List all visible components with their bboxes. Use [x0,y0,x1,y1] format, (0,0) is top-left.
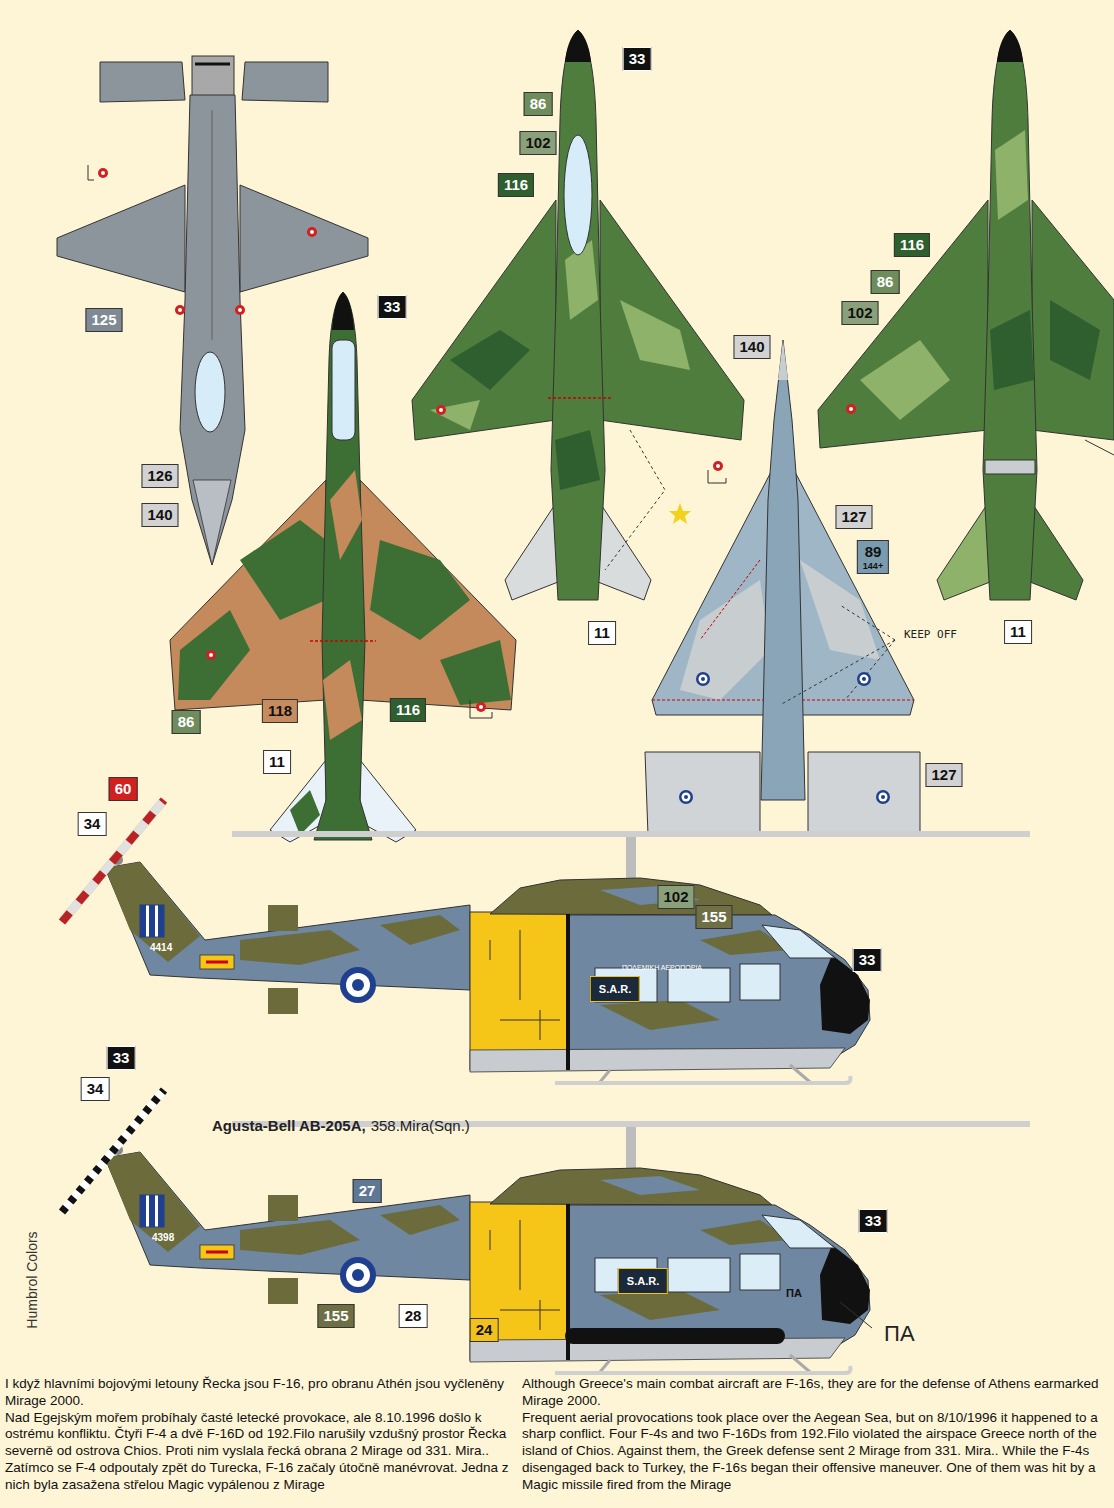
text-column: Although Greece's main combat aircraft a… [522,1376,1112,1494]
color-callout: 125 [85,308,122,332]
callout-number: 140 [739,338,764,356]
serial-number-holder: 4414 [150,937,172,955]
callout-number: 28 [405,1307,422,1325]
callout-number: 118 [268,702,292,720]
description-paragraph: Frequent aerial provocations took place … [522,1410,1112,1494]
color-callout: 116 [894,233,930,257]
color-callout: 33 [378,295,407,319]
callout-number: 24 [476,1321,493,1339]
color-callout: 116 [390,698,426,722]
color-callout: 60 [109,777,138,801]
color-callout: 33 [853,948,882,972]
color-callout: 34 [81,1077,110,1101]
color-callout: 127 [925,763,962,787]
side-caption-holder: Humbrol Colors [23,1231,41,1328]
callout-number: 86 [530,95,547,113]
callout-number: 89 [863,543,883,561]
callout-number: 33 [629,50,646,68]
callout-number: 102 [847,304,872,322]
fuselage-inscription: ΠΟΛΕΜΙΚΗ ΑΕΡΟΠΟΡΙΑ [622,964,702,971]
text-column: I když hlavními bojovými letouny Řecka j… [5,1376,517,1494]
callout-subnumber: 144+ [863,561,883,571]
color-callout: S.A.R. [590,976,640,1002]
color-callout: 86 [524,92,553,116]
callout-number: S.A.R. [627,1272,659,1290]
color-callout: 127 [835,505,872,529]
helicopter-4414 [105,832,1030,1083]
callout-number: 33 [384,298,401,316]
color-callout: 24 [470,1318,499,1342]
unit-name: 358.Mira(Sqn.) [371,1117,470,1134]
serial-number: 4398 [152,1232,174,1243]
color-callout: 116 [498,173,534,197]
callout-number: 155 [701,908,726,926]
callout-number: 127 [841,508,866,526]
color-callout: 102 [657,885,694,909]
color-callout: 140 [733,335,770,359]
color-callout: 118 [262,699,298,723]
color-callout: 11 [1004,620,1032,644]
callout-number: 116 [396,701,420,719]
color-callout: 27 [353,1179,382,1203]
color-callout: 33 [859,1209,888,1233]
stencil-text-holder: KEEP OFF [902,624,959,642]
callout-number: 102 [525,134,550,152]
callout-number: 27 [359,1182,376,1200]
callout-number: 33 [865,1212,882,1230]
color-callout: 86 [871,270,900,294]
color-callout: 11 [588,621,616,645]
color-callout: 155 [317,1304,354,1328]
marking-callout-holder: ΠΑ [884,1321,915,1347]
serial-number-holder: 4398 [152,1227,174,1245]
color-callout: 140 [141,503,178,527]
aircraft-title: Agusta-Bell AB-205A, 358.Mira(Sqn.) [212,1117,470,1134]
aircraft-type: Agusta-Bell AB-205A, [212,1117,366,1134]
callout-number: 86 [178,713,195,731]
callout-number: 86 [877,273,894,291]
callout-number: 33 [859,951,876,969]
callout-number: S.A.R. [599,980,631,998]
callout-number: 33 [113,1049,130,1067]
callout-number: 116 [900,236,924,254]
serial-number: 4414 [150,942,172,953]
color-callout: 33 [623,47,652,71]
callout-number: 34 [84,815,101,833]
callout-number: 11 [269,753,285,771]
callout-number: 60 [115,780,132,798]
callout-number: 155 [323,1307,348,1325]
callout-number: 140 [147,506,172,524]
color-callout: 11 [263,750,291,774]
color-callout: 34 [78,812,107,836]
callout-number: 126 [147,467,172,485]
callout-number: 102 [663,888,688,906]
callout-number: 125 [91,311,116,329]
description-paragraph: Although Greece's main combat aircraft a… [522,1376,1112,1410]
nose-marking-holder: ΠΑ [786,1283,802,1301]
helicopter-4398 [105,1122,1030,1373]
color-callout: 33 [107,1046,136,1070]
color-callout: 28 [399,1304,428,1328]
color-callout: 102 [841,301,878,325]
callout-number: 116 [504,176,528,194]
marking-callout: ΠΑ [884,1321,915,1346]
color-callout: 86 [172,710,201,734]
color-callout: 89144+ [857,540,889,574]
callout-number: 127 [931,766,956,784]
callout-number: 11 [594,624,610,642]
description-paragraph: I když hlavními bojovými letouny Řecka j… [5,1376,517,1410]
side-caption: Humbrol Colors [24,1231,40,1328]
stencil-text: KEEP OFF [902,628,959,641]
callout-number: 11 [1010,623,1026,641]
color-callout: S.A.R. [618,1268,668,1294]
callout-number: 34 [87,1080,104,1098]
description-paragraph: Nad Egejským mořem probíhaly časté letec… [5,1410,517,1494]
color-callout: 155 [695,905,732,929]
fuselage-inscription-holder: ΠΟΛΕΜΙΚΗ ΑΕΡΟΠΟΡΙΑ [622,956,702,974]
nose-marking: ΠΑ [786,1287,802,1299]
color-callout: 102 [519,131,556,155]
color-callout: 126 [141,464,178,488]
